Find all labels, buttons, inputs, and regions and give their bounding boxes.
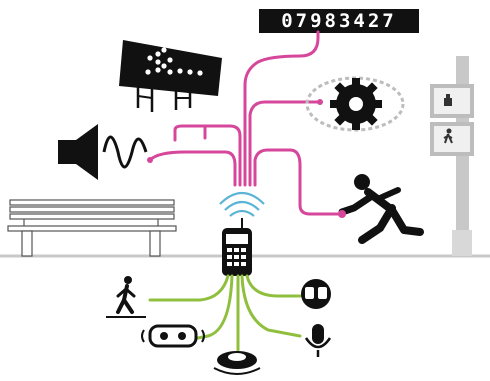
- overhead-car-icon: [301, 279, 331, 309]
- led-billboard-icon: [119, 40, 222, 112]
- running-person-icon: [338, 174, 420, 240]
- link-runner: [255, 150, 340, 214]
- link-billboard: [175, 126, 240, 185]
- microphone-icon: [306, 324, 330, 357]
- wifi-signal-icon: [220, 193, 264, 216]
- link-walker: [150, 276, 228, 300]
- car-icon: [142, 326, 204, 346]
- pedestrian-signal-icon: [430, 56, 474, 256]
- link-car: [198, 276, 232, 338]
- walking-person-icon: [106, 276, 146, 317]
- bench-icon: [8, 200, 176, 256]
- mobile-phone-icon: [222, 218, 252, 276]
- loudspeaker-icon: [58, 124, 153, 180]
- robot-vacuum-icon: [214, 351, 260, 374]
- link-overhead-car: [247, 276, 300, 296]
- gear-chain-icon: [307, 78, 403, 130]
- link-speaker: [150, 152, 235, 185]
